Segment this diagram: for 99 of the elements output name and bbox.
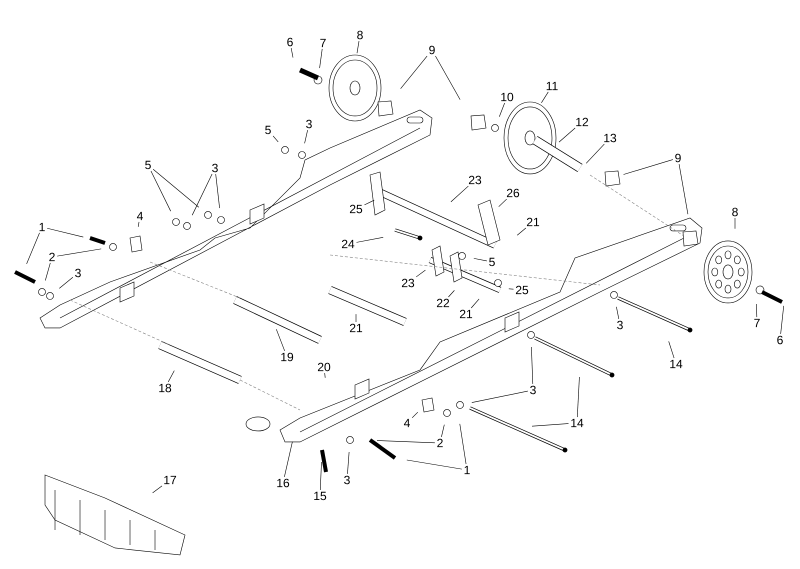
leader-line <box>678 164 688 214</box>
leader-line <box>192 174 212 216</box>
callout-number: 8 <box>732 208 738 216</box>
leader-line <box>356 40 360 54</box>
callout-number: 10 <box>501 92 514 102</box>
leader-line <box>138 222 140 228</box>
leader-line <box>26 232 40 264</box>
leader-line <box>319 48 322 68</box>
callout-number: 24 <box>342 240 354 248</box>
leader-line <box>586 144 605 164</box>
callout-number: 14 <box>571 418 584 428</box>
callout-number: 4 <box>136 212 143 220</box>
callout-number: 3 <box>530 386 536 394</box>
callout-number: 9 <box>429 46 435 54</box>
callout-number: 25 <box>516 286 528 294</box>
leader-line <box>150 170 171 212</box>
callout-number: 5 <box>145 160 151 170</box>
callout-number: 17 <box>164 476 176 484</box>
leader-line <box>435 56 460 100</box>
leader-line <box>400 56 428 89</box>
callout-number: 6 <box>777 336 783 344</box>
callout-number: 11 <box>546 82 558 90</box>
callout-number: 6 <box>287 38 293 46</box>
leader-line <box>498 198 507 207</box>
callout-number: 13 <box>604 134 616 142</box>
leader-line <box>460 424 466 464</box>
callout-number: 3 <box>617 320 623 330</box>
callout-number: 15 <box>314 492 326 500</box>
leader-line <box>532 423 569 426</box>
leader-line <box>59 276 74 289</box>
leader-line <box>499 102 505 118</box>
leader-line <box>668 341 674 358</box>
callout-number: 7 <box>320 38 326 48</box>
leader-line <box>472 390 528 403</box>
callout-number: 7 <box>754 318 760 328</box>
callout-number: 2 <box>437 438 443 448</box>
leader-line <box>756 304 758 318</box>
callout-number: 21 <box>350 324 362 332</box>
leader-line <box>448 290 455 298</box>
leader-line <box>320 462 322 490</box>
leader-line <box>508 288 514 290</box>
callout-number: 18 <box>159 384 172 392</box>
leader-line <box>276 328 285 352</box>
callout-number: 4 <box>404 418 410 428</box>
leader-line <box>46 228 84 238</box>
leader-line <box>215 174 220 208</box>
leader-line <box>364 200 374 206</box>
callout-number: 3 <box>75 268 81 278</box>
leader-line <box>412 412 418 418</box>
callout-number: 23 <box>468 176 482 184</box>
callout-number: 3 <box>306 120 312 128</box>
leader-line <box>516 228 526 236</box>
leader-line <box>56 248 102 256</box>
leader-line <box>441 424 445 438</box>
leader-line <box>324 372 326 378</box>
leader-line <box>152 168 200 208</box>
leader-line <box>416 270 426 278</box>
callout-number: 22 <box>436 298 450 308</box>
leader-line <box>290 48 294 58</box>
leader-line <box>541 92 549 104</box>
leader-line <box>474 258 488 262</box>
callout-number: 3 <box>344 476 350 484</box>
callout-number: 21 <box>460 310 472 318</box>
leader-line <box>450 186 469 202</box>
leader-line <box>780 306 784 334</box>
leader-line <box>347 452 350 474</box>
callout-number: 14 <box>670 360 682 368</box>
callout-number: 8 <box>357 30 363 40</box>
callout-number: 21 <box>526 218 540 226</box>
callout-number: 23 <box>402 278 414 288</box>
leader-line <box>284 441 293 478</box>
callout-number: 1 <box>40 222 45 232</box>
callout-number: 5 <box>265 126 271 134</box>
callout-number: 1 <box>464 466 470 474</box>
leader-line <box>406 460 462 470</box>
leader-line <box>577 376 580 418</box>
leader-line <box>558 128 576 142</box>
callout-number: 19 <box>281 352 294 362</box>
leader-line <box>470 298 480 308</box>
leader-line <box>45 262 51 281</box>
callout-number: 20 <box>318 362 330 372</box>
callout-number: 16 <box>277 478 290 488</box>
callout-number: 5 <box>489 258 495 266</box>
leader-line <box>168 370 175 382</box>
callout-number: 3 <box>212 164 218 172</box>
leader-line <box>304 130 308 144</box>
leader-line <box>356 236 384 243</box>
callout-number: 26 <box>506 188 520 198</box>
leader-line <box>616 306 620 320</box>
callout-number: 2 <box>49 252 55 262</box>
leader-line <box>734 218 736 230</box>
leader-line <box>531 346 534 384</box>
leader-line <box>272 136 278 142</box>
leader-line <box>152 486 162 494</box>
leader-line <box>623 159 674 175</box>
callout-number: 25 <box>350 204 362 214</box>
leader-line <box>376 440 436 444</box>
callout-number: 9 <box>675 154 681 162</box>
callout-number: 12 <box>576 118 588 126</box>
